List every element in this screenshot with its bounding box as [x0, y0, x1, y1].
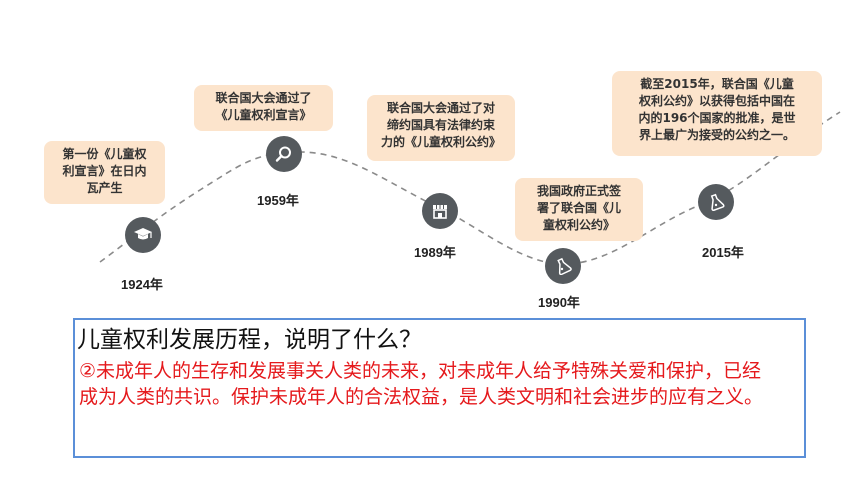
timeline-note-1989: 联合国大会通过了对 缔约国具有法律约束 力的《儿童权利公约》 [367, 95, 515, 161]
year-label-1924: 1924年 [121, 277, 163, 292]
lab-flask-icon [698, 184, 734, 220]
timeline-note-1924: 第一份《儿童权 利宣言》在日内 瓦产生 [44, 141, 165, 204]
storefront-icon [422, 193, 458, 229]
question-box: 儿童权利发展历程，说明了什么？ ②未成年人的生存和发展事关人类的未来，对未成年人… [73, 318, 806, 458]
year-label-2015: 2015年 [702, 245, 744, 260]
search-icon [266, 136, 302, 172]
timeline-note-2015: 截至2015年，联合国《儿童 权利公约》以获得包括中国在 内的196个国家的批准… [612, 71, 822, 156]
graduation-cap-icon [125, 217, 161, 253]
year-label-1959: 1959年 [257, 193, 299, 208]
timeline-note-1959: 联合国大会通过了 《儿童权利宣言》 [194, 85, 333, 131]
flask-icon [545, 248, 581, 284]
timeline-note-1990: 我国政府正式签 署了联合国《儿 童权利公约》 [515, 178, 643, 241]
question-title: 儿童权利发展历程，说明了什么？ [77, 327, 422, 353]
answer-text: ②未成年人的生存和发展事关人类的未来，对未成年人给予特殊关爱和保护，已经成为人类… [79, 360, 764, 408]
year-label-1990: 1990年 [538, 295, 580, 310]
year-label-1989: 1989年 [414, 245, 456, 260]
